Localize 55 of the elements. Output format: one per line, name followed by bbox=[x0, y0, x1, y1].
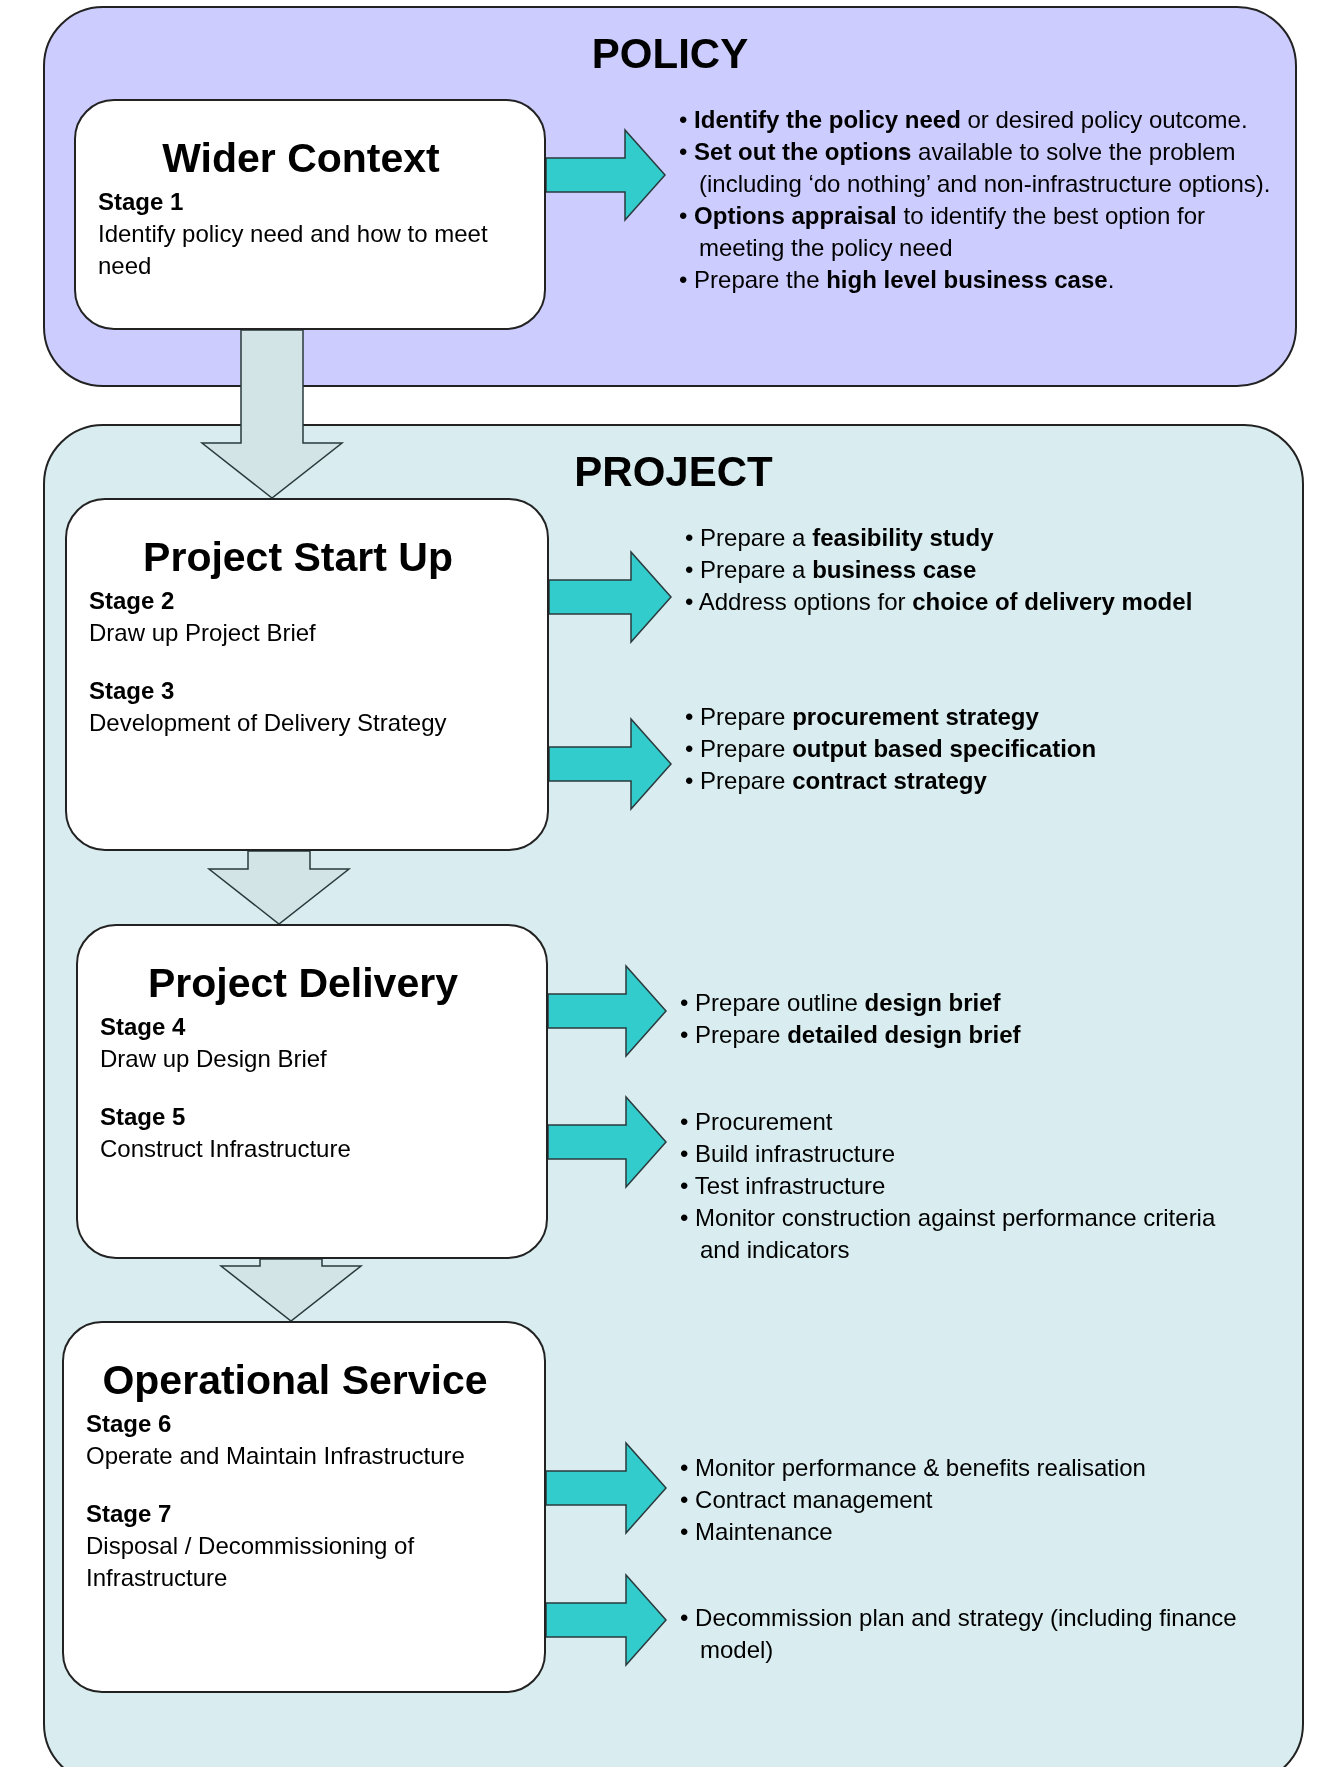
stage-box bbox=[74, 99, 546, 330]
box-title: Project Delivery bbox=[147, 960, 459, 1007]
stage-label: Stage 5 bbox=[100, 1102, 187, 1132]
stage-description: Operate and Maintain Infrastructure bbox=[86, 1441, 466, 1471]
block-arrow bbox=[548, 550, 672, 644]
bullet-item: • Prepare detailed design brief bbox=[680, 1020, 1022, 1050]
bullet-item: • Prepare contract strategy bbox=[685, 766, 988, 796]
box-title: Operational Service bbox=[101, 1357, 489, 1404]
stage-description: Identify policy need and how to meet need bbox=[98, 219, 489, 281]
stage-box bbox=[62, 1321, 546, 1693]
bullet-item: • Build infrastructure bbox=[680, 1139, 897, 1169]
stage-description: Construct Infrastructure bbox=[100, 1134, 352, 1164]
stage-label: Stage 7 bbox=[86, 1499, 173, 1529]
section-title: POLICY bbox=[590, 30, 750, 78]
bullet-item: • Prepare the high level business case. bbox=[679, 265, 1116, 295]
stage-box bbox=[76, 924, 548, 1259]
bullet-item: • Decommission plan and strategy (including finance model) bbox=[680, 1603, 1238, 1665]
block-arrow bbox=[547, 1095, 667, 1189]
stage-label: Stage 6 bbox=[86, 1409, 173, 1439]
box-title: Project Start Up bbox=[142, 534, 454, 581]
bullet-item: • Prepare a business case bbox=[685, 555, 978, 585]
section-panel bbox=[43, 6, 1297, 387]
block-arrow bbox=[545, 128, 666, 222]
stage-label: Stage 4 bbox=[100, 1012, 187, 1042]
bullet-item: • Set out the options available to solve the problem (including ‘do nothing’ and non-infrastructure options). bbox=[679, 137, 1272, 199]
stage-label: Stage 3 bbox=[89, 676, 176, 706]
stage-label: Stage 1 bbox=[98, 187, 185, 217]
stage-box bbox=[65, 498, 549, 851]
stage-description: Draw up Design Brief bbox=[100, 1044, 328, 1074]
block-arrow bbox=[545, 1441, 667, 1535]
stage-label: Stage 2 bbox=[89, 586, 176, 616]
bullet-item: • Test infrastructure bbox=[680, 1171, 887, 1201]
bullet-item: • Maintenance bbox=[680, 1517, 834, 1547]
bullet-item: • Procurement bbox=[680, 1107, 834, 1137]
block-arrow bbox=[548, 717, 672, 811]
bullet-item: • Prepare outline design brief bbox=[680, 988, 1002, 1018]
block-arrow bbox=[545, 1573, 667, 1667]
bullet-item: • Prepare a feasibility study bbox=[685, 523, 995, 553]
bullet-item: • Prepare procurement strategy bbox=[685, 702, 1040, 732]
stage-description: Draw up Project Brief bbox=[89, 618, 317, 648]
bullet-item: • Address options for choice of delivery model bbox=[685, 587, 1194, 617]
block-arrow bbox=[199, 329, 345, 499]
bullet-item: • Monitor construction against performance criteria and indicators bbox=[680, 1203, 1217, 1265]
stage-description: Development of Delivery Strategy bbox=[89, 708, 448, 738]
bullet-item: • Monitor performance & benefits realisation bbox=[680, 1453, 1147, 1483]
bullet-item: • Identify the policy need or desired policy outcome. bbox=[679, 105, 1249, 135]
bullet-item: • Prepare output based specification bbox=[685, 734, 1098, 764]
section-panel bbox=[43, 424, 1304, 1767]
block-arrow bbox=[547, 964, 667, 1058]
section-title: PROJECT bbox=[573, 448, 774, 496]
block-arrow bbox=[218, 1258, 364, 1322]
box-title: Wider Context bbox=[161, 135, 441, 182]
stage-description: Disposal / Decommissioning of Infrastructure bbox=[86, 1531, 416, 1593]
block-arrow bbox=[206, 850, 352, 925]
bullet-item: • Contract management bbox=[680, 1485, 934, 1515]
